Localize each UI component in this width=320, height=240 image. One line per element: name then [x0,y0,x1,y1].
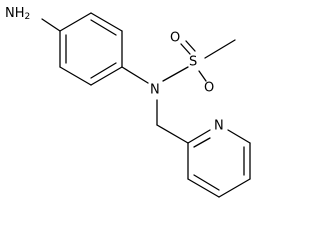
bond [218,178,251,198]
aniline-ring [59,12,123,86]
bond [41,18,61,32]
amine-subscript-text: 2 [25,12,31,22]
double-bond [193,174,220,191]
oxygen-top-label: O [170,31,180,46]
bond [156,124,189,144]
bond [121,66,149,84]
bond [90,66,123,86]
double-bond [180,43,191,55]
bond [204,39,236,59]
molecule-diagram: NH2 N S O O N [5,6,251,198]
bond [187,129,211,144]
double-bond [193,137,211,148]
amine-main-text: NH [5,6,25,21]
double-bond [198,70,207,82]
bond [59,66,92,86]
bond [227,129,251,144]
sulfonamide-n-label: N [150,83,160,98]
amine-label: NH2 [5,6,30,23]
double-bond [90,62,117,79]
double-bond [90,19,117,36]
pyridine-n-label: N [214,119,224,134]
sulfur-label: S [189,55,197,70]
oxygen-bottom-label: O [204,81,214,96]
bond [187,178,220,198]
bond [162,66,189,82]
double-bond [185,40,196,52]
bond [59,12,92,32]
pyridine-ring [187,129,251,198]
bond [90,12,123,32]
